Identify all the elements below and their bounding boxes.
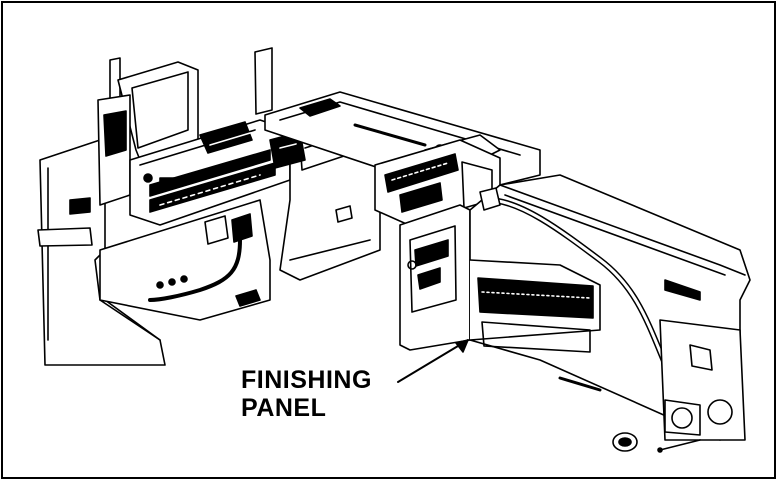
- callout-line-2: PANEL: [241, 394, 327, 422]
- end-bracket: [659, 279, 746, 441]
- mirror-frame-icon: [97, 47, 273, 206]
- left-console: [129, 119, 291, 226]
- right-cabinet: [399, 204, 471, 351]
- fastener-icon: [612, 432, 701, 453]
- control-console-icon: [374, 139, 501, 231]
- grab-handle-icon: [479, 187, 675, 383]
- finishing-panel-label: FINISHING PANEL: [241, 366, 372, 422]
- lower-left-panel: [99, 199, 271, 321]
- callout-arrow: [397, 339, 469, 383]
- callout-line-1: FINISHING: [241, 366, 372, 394]
